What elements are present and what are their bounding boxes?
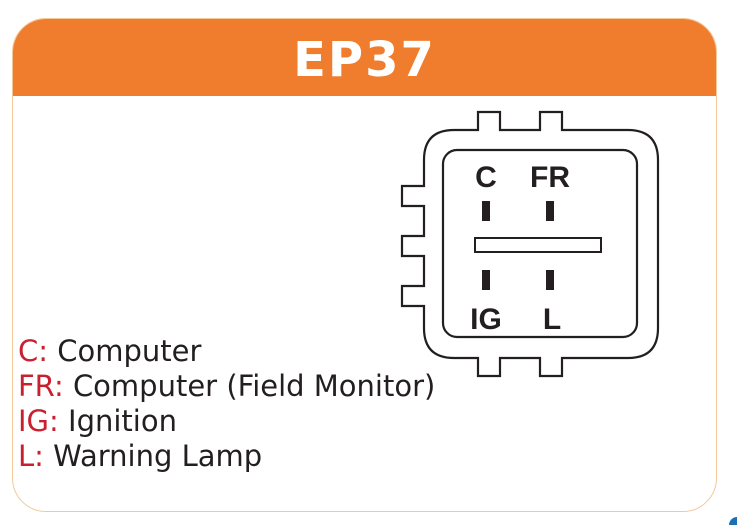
terminal-pin-ig: [482, 270, 490, 290]
connector-inner-body: [441, 148, 639, 339]
legend-key: FR:: [18, 369, 64, 403]
part-number-title: EP37: [293, 31, 436, 88]
terminal-label-l: L: [543, 303, 561, 336]
legend-key: L:: [18, 439, 44, 473]
connector-housing-outline: [400, 110, 660, 378]
legend-desc: Computer: [57, 334, 202, 368]
header-banner: EP37: [13, 19, 716, 96]
legend-item: C: Computer: [18, 334, 435, 369]
terminal-pin-fr: [546, 201, 554, 221]
legend-desc: Computer (Field Monitor): [72, 369, 436, 403]
legend-item: IG: Ignition: [18, 404, 435, 439]
terminal-label-c: C: [475, 161, 497, 194]
legend-desc: Warning Lamp: [53, 439, 263, 473]
terminal-pin-l: [546, 270, 554, 290]
connector-svg: C FR IG L: [400, 110, 660, 378]
connector-key-bar: [474, 237, 602, 253]
terminal-label-ig: IG: [470, 303, 502, 336]
corner-accent: [729, 517, 737, 525]
connector-diagram: C FR IG L: [388, 92, 668, 392]
legend-item: FR: Computer (Field Monitor): [18, 369, 435, 404]
terminal-pin-c: [482, 201, 490, 221]
connector-card: EP37: [12, 18, 717, 512]
legend-key: C:: [18, 334, 49, 368]
legend-key: IG:: [18, 404, 59, 438]
legend-item: L: Warning Lamp: [18, 439, 435, 474]
legend-desc: Ignition: [68, 404, 177, 438]
pin-legend: C: Computer FR: Computer (Field Monitor)…: [18, 334, 435, 474]
terminal-label-fr: FR: [530, 161, 570, 194]
